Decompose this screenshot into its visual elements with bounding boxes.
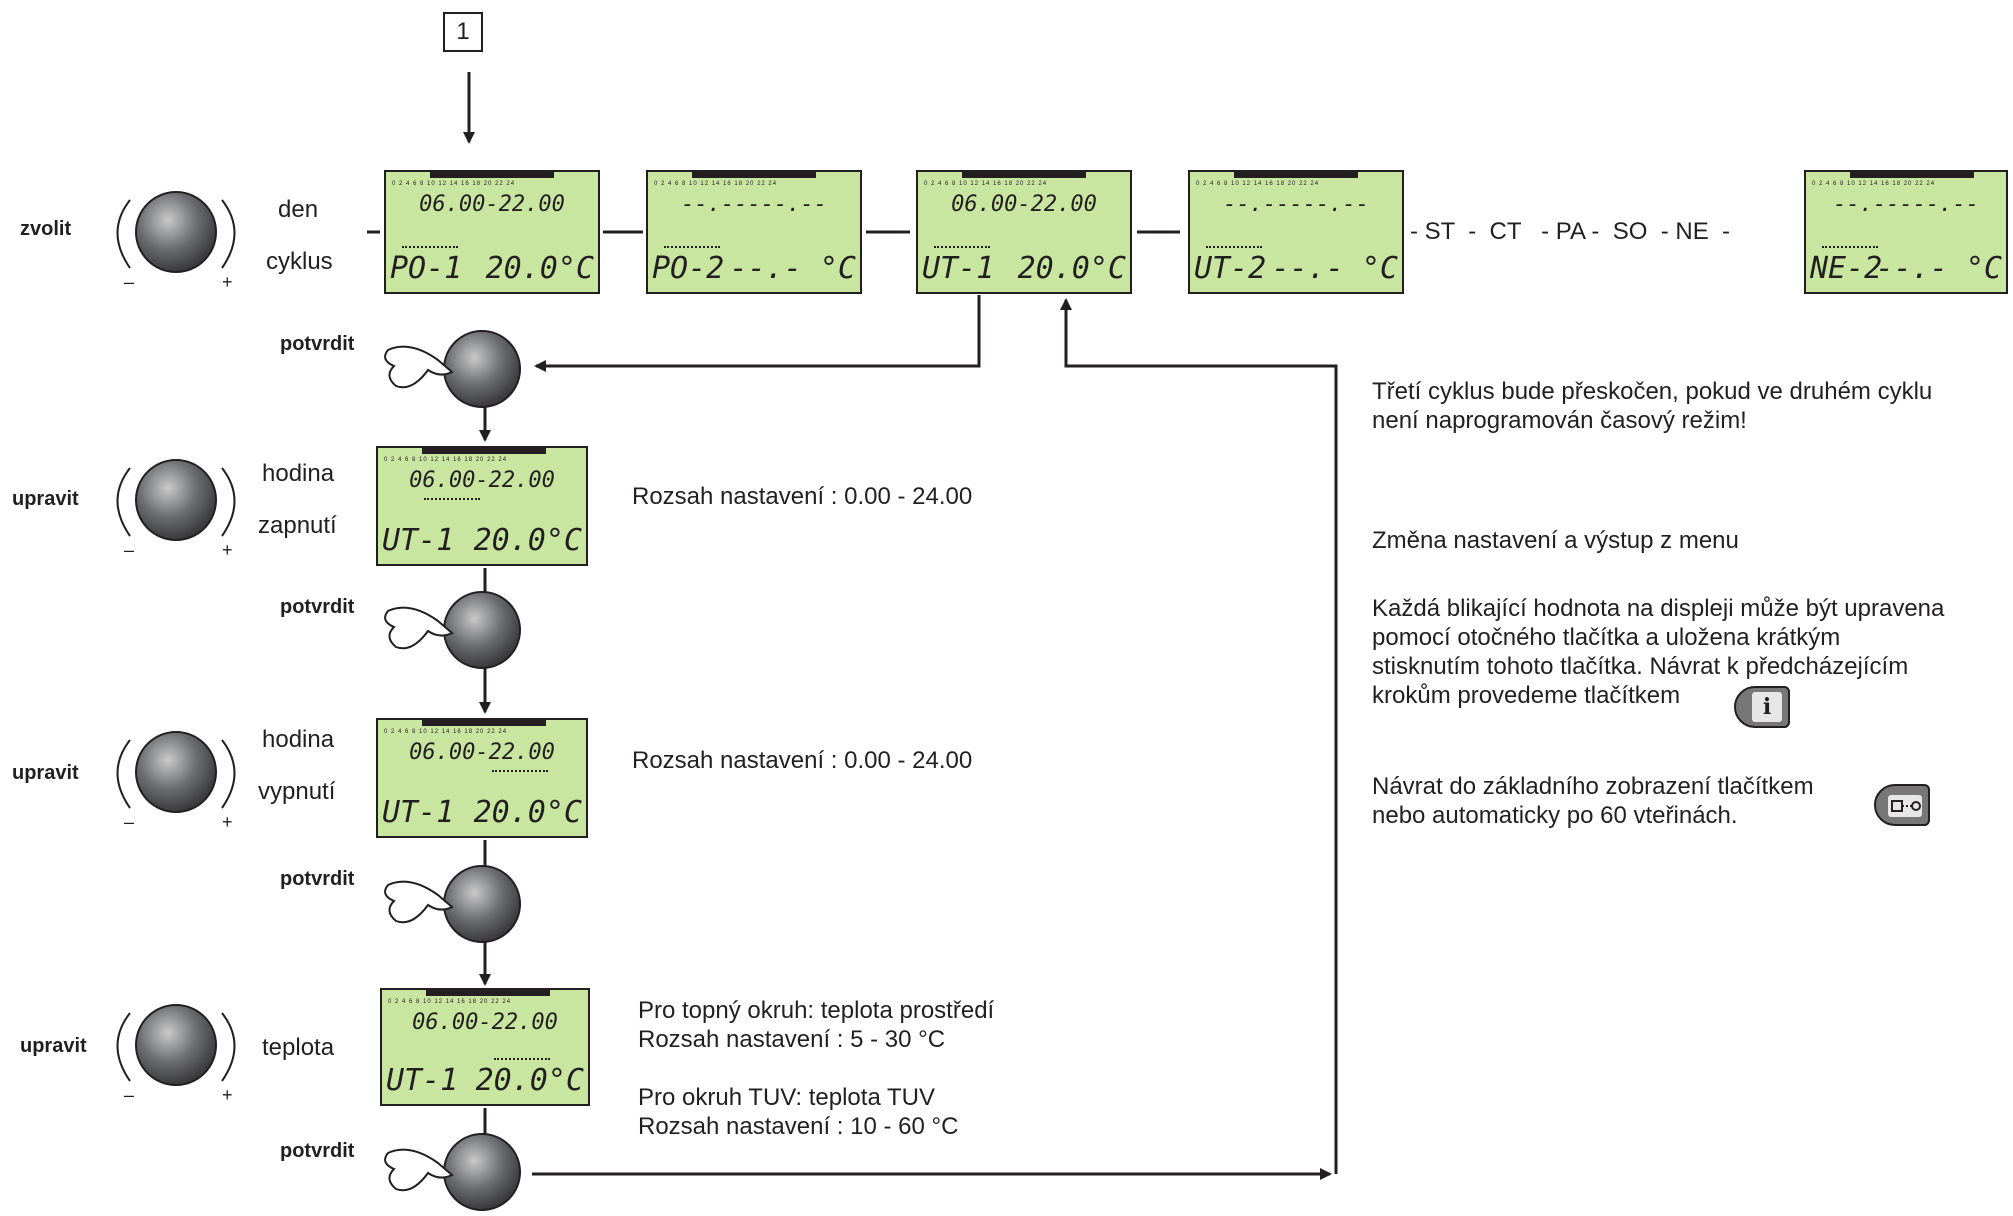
svg-text:+: + xyxy=(222,812,233,832)
range-off-text: Rozsah nastavení : 0.00 - 24.00 xyxy=(632,746,972,775)
rotary-knob-icon: – + xyxy=(118,1005,235,1105)
lcd-display-step-on: 0 2 4 6 8 10 12 14 16 18 20 22 24 06.00-… xyxy=(376,446,588,566)
rotary-knob-icon: – + xyxy=(118,192,235,292)
label-potvrdit-4: potvrdit xyxy=(280,1140,354,1163)
help-line-1: Každá blikající hodnota na displeji může… xyxy=(1372,594,1944,623)
press-knob-icon xyxy=(385,592,520,668)
label-upravit-on: upravit xyxy=(12,488,79,511)
lcd-display-ut1: 0 2 4 6 8 10 12 14 16 18 20 22 24 06.00-… xyxy=(916,170,1132,294)
help-line-2: pomocí otočného tlačítka a uložena krátk… xyxy=(1372,623,1840,652)
step-marker: 1 xyxy=(443,12,483,52)
label-den: den xyxy=(278,196,318,224)
lcd-display-ut2: 0 2 4 6 8 10 12 14 16 18 20 22 24 --.---… xyxy=(1188,170,1404,294)
info-key-icon: i xyxy=(1734,686,1790,728)
label-cyklus: cyklus xyxy=(266,248,333,276)
return-line-2: nebo automaticky po 60 vteřinách. xyxy=(1372,801,1738,830)
lcd-display-step-off: 0 2 4 6 8 10 12 14 16 18 20 22 24 06.00-… xyxy=(376,718,588,838)
label-upravit-temp: upravit xyxy=(20,1035,87,1058)
help-line-4: krokům provedeme tlačítkem xyxy=(1372,681,1680,710)
label-potvrdit-1: potvrdit xyxy=(280,333,354,356)
label-zapnuti: zapnutí xyxy=(258,512,337,540)
label-hodina-on: hodina xyxy=(262,460,334,488)
range-on-text: Rozsah nastavení : 0.00 - 24.00 xyxy=(632,482,972,511)
svg-text:–: – xyxy=(124,540,134,560)
lcd-display-step-temp: 0 2 4 6 8 10 12 14 16 18 20 22 24 06.00-… xyxy=(380,988,590,1106)
days-sequence: - ST - CT - PA - SO - NE - xyxy=(1410,218,1730,246)
tuv-circuit-text: Pro okruh TUV: teplota TUV xyxy=(638,1083,935,1112)
heat-circuit-text: Pro topný okruh: teplota prostředí xyxy=(638,996,994,1025)
svg-text:–: – xyxy=(124,1085,134,1105)
label-upravit-off: upravit xyxy=(12,762,79,785)
help-line-3: stisknutím tohoto tlačítka. Návrat k pře… xyxy=(1372,652,1908,681)
svg-text:+: + xyxy=(222,540,233,560)
note-line-1: Třetí cyklus bude přeskočen, pokud ve dr… xyxy=(1372,377,1932,406)
svg-text:+: + xyxy=(222,1085,233,1105)
svg-text:+: + xyxy=(222,272,233,292)
press-knob-icon xyxy=(385,1134,520,1210)
rotary-knob-icon: – + xyxy=(118,460,235,560)
press-knob-icon xyxy=(385,331,520,407)
note-line-2: není naprogramován časový režim! xyxy=(1372,406,1747,435)
home-key-icon xyxy=(1874,784,1930,826)
label-potvrdit-3: potvrdit xyxy=(280,868,354,891)
press-knob-icon xyxy=(385,866,520,942)
svg-text:–: – xyxy=(124,272,134,292)
label-zvolit: zvolit xyxy=(20,218,71,241)
label-hodina-off: hodina xyxy=(262,726,334,754)
svg-text:–: – xyxy=(124,812,134,832)
heat-range-text: Rozsah nastavení : 5 - 30 °C xyxy=(638,1025,945,1054)
rotary-knob-icon: – + xyxy=(118,732,235,832)
lcd-display-po1: 0 2 4 6 8 10 12 14 16 18 20 22 24 06.00-… xyxy=(384,170,600,294)
label-potvrdit-2: potvrdit xyxy=(280,596,354,619)
label-vypnuti: vypnutí xyxy=(258,778,335,806)
label-teplota: teplota xyxy=(262,1034,334,1062)
tuv-range-text: Rozsah nastavení : 10 - 60 °C xyxy=(638,1112,958,1141)
return-line-1: Návrat do základního zobrazení tlačítkem xyxy=(1372,772,1814,801)
change-title: Změna nastavení a výstup z menu xyxy=(1372,526,1739,555)
lcd-display-ne2: 0 2 4 6 8 10 12 14 16 18 20 22 24 --.---… xyxy=(1804,170,2008,294)
lcd-display-po2: 0 2 4 6 8 10 12 14 16 18 20 22 24 --.---… xyxy=(646,170,862,294)
